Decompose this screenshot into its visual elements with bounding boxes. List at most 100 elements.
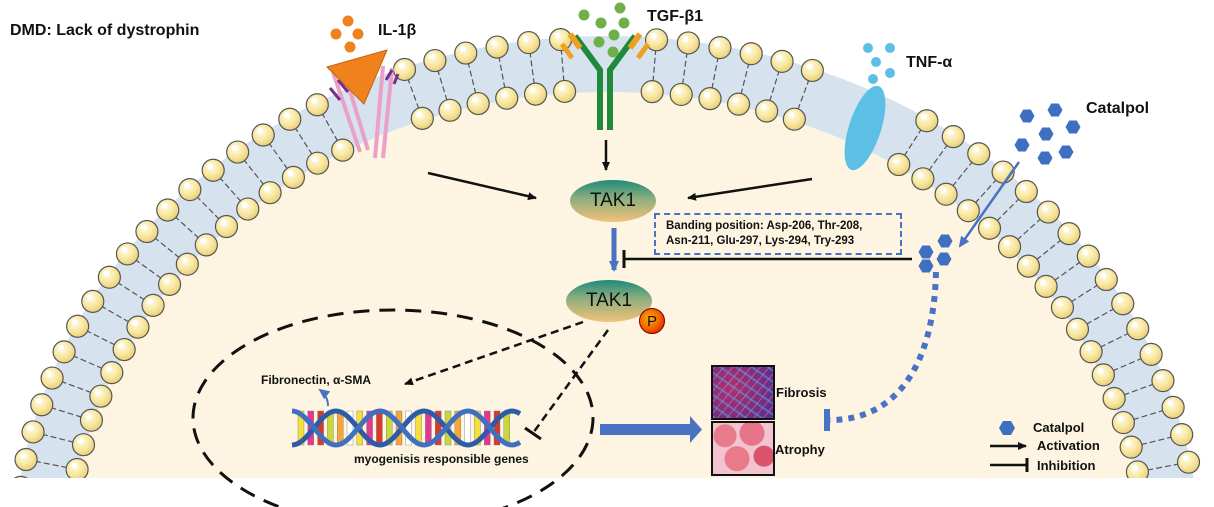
lipid-head bbox=[226, 140, 250, 164]
lipid-highlight bbox=[1182, 455, 1189, 462]
lipid-head bbox=[115, 242, 140, 266]
lipid-highlight bbox=[920, 113, 927, 120]
lipid-head bbox=[61, 484, 83, 506]
lipid-head bbox=[523, 82, 548, 106]
lipid-highlight bbox=[1117, 415, 1124, 422]
label-tgfb1: TGF-β1 bbox=[647, 8, 703, 25]
dna-base-pair bbox=[386, 410, 393, 446]
lipid-highlight bbox=[428, 53, 435, 60]
fibrosis-histology-image bbox=[711, 365, 775, 420]
lipid-head bbox=[21, 420, 45, 444]
lipid-highlight bbox=[200, 237, 207, 244]
lipid-head bbox=[13, 475, 28, 478]
lipid-highlight bbox=[947, 129, 954, 136]
lipid-highlight bbox=[1097, 367, 1104, 374]
dna-base-pair bbox=[366, 410, 373, 446]
lipid-head bbox=[1102, 386, 1126, 411]
label-atrophy: Atrophy bbox=[775, 442, 825, 457]
lipid-highlight bbox=[336, 143, 343, 150]
lipid-head bbox=[1170, 423, 1194, 447]
lipid-head bbox=[1034, 274, 1058, 299]
lipid-head bbox=[1161, 395, 1185, 419]
lipid-head bbox=[726, 92, 751, 116]
lipid-highlight bbox=[892, 157, 899, 164]
lipid-head bbox=[956, 199, 980, 223]
lipid-head bbox=[126, 315, 150, 339]
lipid-head bbox=[135, 219, 159, 244]
lipid-head bbox=[278, 107, 302, 131]
lipid-head bbox=[1176, 450, 1201, 474]
catalpol-hexagon bbox=[918, 259, 934, 273]
lipid-highlight bbox=[161, 203, 168, 210]
lipid-head bbox=[887, 152, 911, 177]
lipid-head bbox=[698, 87, 722, 111]
lipid-head bbox=[782, 107, 806, 131]
lipid-head bbox=[466, 91, 490, 116]
label-catalpol: Catalpol bbox=[1086, 100, 1150, 117]
lipid-highlight bbox=[806, 63, 813, 70]
nucleus bbox=[191, 308, 595, 507]
catalpol-hexagon bbox=[1014, 138, 1030, 152]
lipid-highlight bbox=[220, 219, 227, 226]
legend-inhibition-label: Inhibition bbox=[1037, 458, 1096, 473]
dna-helix bbox=[291, 408, 522, 448]
lipid-highlight bbox=[121, 246, 128, 253]
lipid-head bbox=[669, 82, 693, 107]
catalpol-hexagon bbox=[936, 252, 952, 266]
lipid-head bbox=[97, 265, 121, 289]
lipid-head bbox=[640, 80, 664, 104]
lipid-head bbox=[1050, 295, 1075, 320]
lipid-highlight bbox=[131, 320, 138, 327]
lipid-highlight bbox=[444, 103, 451, 110]
lipid-highlight bbox=[1131, 464, 1138, 471]
cell bbox=[13, 28, 1201, 506]
lipid-highlight bbox=[287, 170, 294, 177]
lipid-highlight bbox=[311, 97, 318, 104]
lipid-highlight bbox=[1108, 391, 1115, 398]
lipid-highlight bbox=[1145, 347, 1152, 354]
dna-base-pair bbox=[435, 410, 442, 446]
lipid-head bbox=[214, 214, 239, 239]
lipid-head bbox=[52, 340, 76, 364]
lipid-head bbox=[941, 125, 965, 149]
ptak1-node: TAK1 bbox=[566, 280, 652, 322]
lipid-highlight bbox=[283, 112, 290, 119]
lipid-highlight bbox=[1116, 296, 1123, 303]
lipid-highlight bbox=[71, 462, 78, 469]
lipid-highlight bbox=[972, 146, 979, 153]
lipid-highlight bbox=[58, 344, 65, 351]
lipid-highlight bbox=[1175, 427, 1182, 434]
lipid-head bbox=[800, 58, 824, 83]
lipid-highlight bbox=[558, 84, 565, 91]
lipid-head bbox=[1139, 342, 1163, 366]
lipid-highlight bbox=[140, 224, 147, 231]
lipid-head bbox=[739, 42, 763, 66]
phosphate-badge: P bbox=[639, 308, 665, 334]
lipid-head bbox=[1094, 267, 1118, 292]
catalpol-hexagon bbox=[918, 245, 934, 259]
lipid-head bbox=[65, 457, 89, 478]
tnfa-dots bbox=[863, 43, 895, 84]
lipid-head bbox=[911, 167, 935, 191]
lipid-head bbox=[1036, 200, 1060, 224]
dna-base-pair bbox=[464, 410, 471, 446]
catalpol-molecules-extracellular bbox=[1014, 103, 1081, 165]
lipid-highlight bbox=[311, 156, 318, 163]
lipid-head bbox=[495, 86, 519, 110]
lipid-highlight bbox=[788, 112, 795, 119]
lipid-head bbox=[251, 123, 275, 147]
lipid-head bbox=[178, 178, 202, 202]
lipid-highlight bbox=[85, 413, 92, 420]
lipid-highlight bbox=[997, 165, 1004, 172]
lipid-bilayer bbox=[13, 28, 1201, 506]
lipid-highlight bbox=[1042, 205, 1049, 212]
lipid-highlight bbox=[760, 104, 767, 111]
lipid-highlight bbox=[682, 35, 689, 42]
catalpol-hexagon bbox=[1019, 109, 1035, 123]
lipid-highlight bbox=[1100, 272, 1107, 279]
lipid-highlight bbox=[776, 54, 783, 61]
lipid-head bbox=[1016, 254, 1041, 278]
arrow-il1b-to-tak1 bbox=[427, 171, 537, 201]
lipid-highlight bbox=[231, 145, 238, 152]
lipid-highlight bbox=[257, 128, 264, 135]
